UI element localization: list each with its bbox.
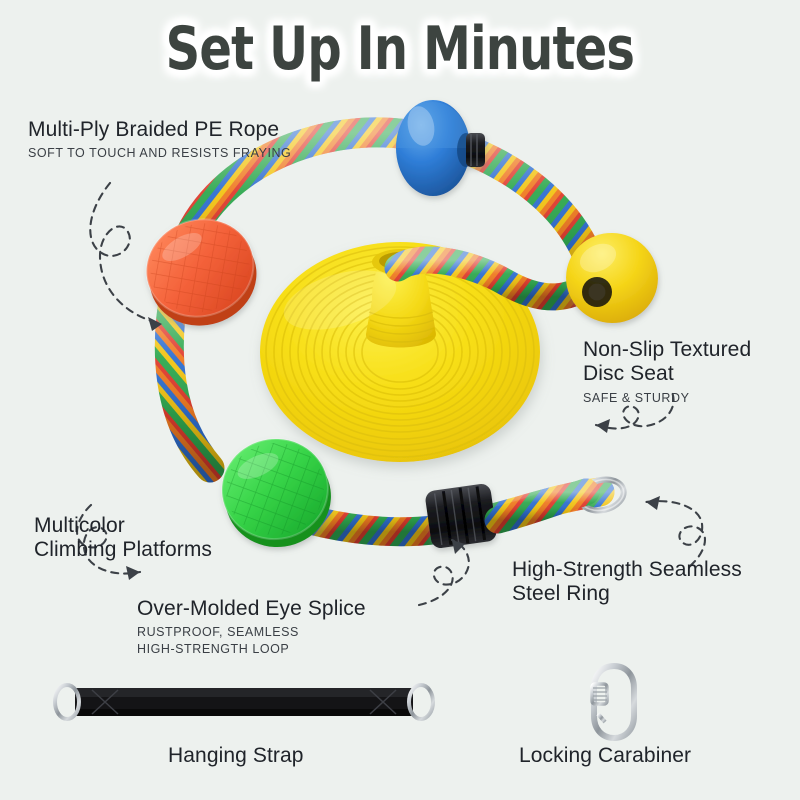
callout-rope-label: Multi-Ply Braided PE Rope xyxy=(28,118,280,141)
caption-hanging-strap: Hanging Strap xyxy=(168,744,304,767)
arrow-splice xyxy=(417,538,470,607)
page-title-wrap: Set Up In Minutes xyxy=(0,18,800,81)
callout-steel-ring: High-Strength Seamless Steel Ring xyxy=(512,558,742,607)
callout-multicolor-platforms-label: Multicolor Climbing Platforms xyxy=(34,514,213,562)
rope-stopper xyxy=(466,133,485,167)
blue-platform xyxy=(396,100,485,196)
arrow-head-ring xyxy=(646,496,660,510)
hanging-strap xyxy=(53,683,435,721)
arrow-head-multicolor xyxy=(126,566,140,580)
arrow-head-rope xyxy=(148,317,162,331)
callout-disc-seat-sub: SAFE & STURDY xyxy=(583,390,690,405)
rope-loop xyxy=(154,117,615,547)
green-platform xyxy=(221,437,331,548)
disc-seat xyxy=(260,242,540,462)
yellow-platform xyxy=(566,232,658,324)
arrow-rope xyxy=(89,181,164,326)
arrow-ring xyxy=(644,500,707,568)
locking-carabiner xyxy=(590,662,637,742)
arrow-head-splice xyxy=(452,540,465,554)
orange-platform xyxy=(145,218,257,326)
page-title: Set Up In Minutes xyxy=(165,14,635,84)
rope-through-hub xyxy=(384,246,606,311)
callout-multicolor-platforms: Multicolor Climbing Platforms xyxy=(34,514,212,563)
callout-disc-seat: Non-Slip Textured Disc Seat SAFE & STURD… xyxy=(583,338,751,406)
callout-eye-splice: Over-Molded Eye Splice RUSTPROOF, SEAMLE… xyxy=(137,597,366,657)
rope-tail xyxy=(484,478,600,534)
callout-eye-splice-label: Over-Molded Eye Splice xyxy=(137,597,366,620)
callout-disc-seat-label: Non-Slip Textured Disc Seat xyxy=(583,338,752,386)
callout-steel-ring-label: High-Strength Seamless Steel Ring xyxy=(512,558,742,606)
arrow-head-disc xyxy=(596,419,610,433)
callout-rope-sub: SOFT TO TOUCH AND RESISTS FRAYING xyxy=(28,146,292,161)
over-molded-eye-splice xyxy=(425,483,497,549)
steel-ring xyxy=(577,476,627,514)
callout-eye-splice-sub: RUSTPROOF, SEAMLESS HIGH-STRENGTH LOOP xyxy=(137,625,299,656)
caption-locking-carabiner: Locking Carabiner xyxy=(519,744,692,767)
callout-rope: Multi-Ply Braided PE Rope SOFT TO TOUCH … xyxy=(28,118,291,162)
